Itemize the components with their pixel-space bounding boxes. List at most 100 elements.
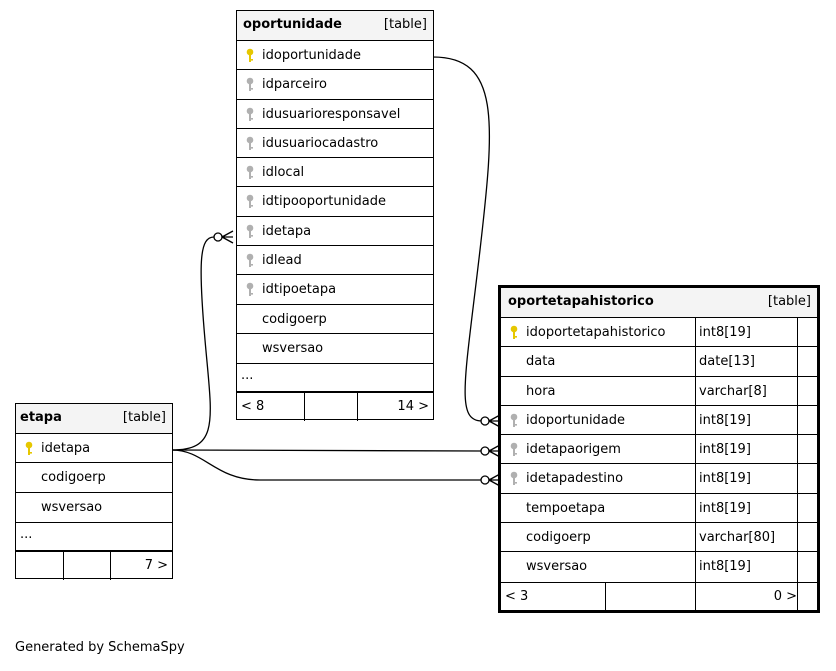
foreign-key-icon xyxy=(246,165,254,180)
ellipsis-row: ... xyxy=(16,521,172,551)
column-extra-cell xyxy=(797,318,799,347)
column-name: idetapa xyxy=(41,441,91,456)
column-extra-cell xyxy=(797,435,799,464)
table-name: etapa xyxy=(20,410,62,425)
footer-cell xyxy=(695,582,696,611)
column-type: varchar[8] xyxy=(695,376,798,405)
primary-key-icon xyxy=(510,325,518,339)
column-row[interactable]: idlocal xyxy=(237,158,433,188)
column-name: codigoerp xyxy=(41,470,106,486)
footer-cell xyxy=(110,551,111,580)
column-row[interactable]: idoportunidade xyxy=(237,41,433,71)
foreign-key-icon xyxy=(510,413,518,427)
column-extra-cell xyxy=(797,552,799,582)
column-extra-cell xyxy=(797,347,799,376)
column-name: idusuariocadastro xyxy=(262,135,379,151)
column-name: wsversao xyxy=(526,559,588,575)
edge-end-circle xyxy=(480,416,490,426)
foreign-key-icon xyxy=(246,283,254,297)
column-row[interactable]: wsversao xyxy=(237,334,433,363)
column-name: hora xyxy=(526,383,556,399)
child-count: 14 > xyxy=(397,399,429,415)
column-row[interactable]: idetapa xyxy=(237,217,433,247)
column-row[interactable]: idtipooportunidade xyxy=(237,187,433,217)
column-row[interactable]: hora varchar[8] xyxy=(501,376,817,406)
foreign-key-icon xyxy=(246,136,254,150)
table-tag: [table] xyxy=(767,294,811,309)
column-extra-cell xyxy=(797,376,799,405)
column-row[interactable]: idparceiro xyxy=(237,70,433,100)
table-header: etapa [table] xyxy=(16,404,172,434)
column-type: int8[19] xyxy=(695,318,798,347)
column-type: int8[19] xyxy=(695,552,798,582)
foreign-key-icon xyxy=(246,107,254,121)
table-header: oportunidade [table] xyxy=(237,11,433,41)
generated-by-text: Generated by SchemaSpy xyxy=(15,640,185,655)
edge-etapa-oportunidade xyxy=(171,236,215,451)
column-type: int8[19] xyxy=(695,464,798,493)
column-row[interactable]: wsversao int8[19] xyxy=(501,552,817,582)
edge-etapa-idetapadestino xyxy=(171,449,481,481)
column-row[interactable]: idetapa xyxy=(16,434,172,464)
column-extra-cell xyxy=(797,405,799,435)
table-footer: 7 > xyxy=(16,550,172,580)
column-name: wsversao xyxy=(262,340,324,356)
column-name: idtipoetapa xyxy=(262,282,337,298)
column-list: idoportunidade idparceiro idusuariorespons… xyxy=(237,41,433,363)
table-tag: [table] xyxy=(383,17,427,32)
column-name: idlead xyxy=(262,253,302,269)
footer-cell xyxy=(605,582,695,611)
column-name: codigoerp xyxy=(526,530,591,546)
edge-oportunidade-oportetapahistorico xyxy=(432,56,491,422)
edge-etapa-idetapaorigem xyxy=(171,449,482,452)
column-list: idetapa codigoerp wsversao xyxy=(16,434,172,522)
column-extra-cell xyxy=(797,523,799,552)
table-footer: < 8 14 > xyxy=(237,392,433,422)
column-extra-cell xyxy=(797,464,799,493)
parent-count: < 8 xyxy=(241,399,265,415)
column-name: codigoerp xyxy=(262,311,327,327)
foreign-key-icon xyxy=(246,195,254,209)
column-row[interactable]: idoportetapahistorico int8[19] xyxy=(501,318,817,348)
column-type: int8[19] xyxy=(695,435,798,464)
primary-key-icon xyxy=(246,48,254,62)
table-oportunidade[interactable]: oportunidade [table] idoportunidade idpar… xyxy=(236,10,434,422)
column-name: idetapaorigem xyxy=(526,442,621,458)
column-row[interactable]: codigoerp xyxy=(16,463,172,493)
footer-cell xyxy=(357,393,358,422)
column-row[interactable]: wsversao xyxy=(16,493,172,522)
column-type: int8[19] xyxy=(695,493,798,523)
column-name: idoportetapahistorico xyxy=(526,325,666,340)
column-name: idtipooportunidade xyxy=(262,194,386,210)
edge-end-circle xyxy=(480,475,490,485)
parent-count: < 3 xyxy=(505,588,529,604)
edge-end-circle xyxy=(213,232,223,242)
table-etapa[interactable]: etapa [table] idetapa codigoerp wsversao .… xyxy=(15,403,173,580)
column-row[interactable]: idlead xyxy=(237,246,433,276)
child-count: 0 > xyxy=(773,588,797,604)
column-name: idetapa xyxy=(262,223,312,239)
column-type: int8[19] xyxy=(695,405,798,435)
column-row[interactable]: codigoerp xyxy=(237,305,433,334)
column-row[interactable]: idoportunidade int8[19] xyxy=(501,405,817,436)
foreign-key-icon xyxy=(510,442,518,457)
ellipsis-row: ... xyxy=(237,363,433,393)
footer-cell xyxy=(797,582,798,611)
table-oportetapahistorico[interactable]: oportetapahistorico [table] idoportetapa… xyxy=(498,285,820,613)
column-name: wsversao xyxy=(41,499,103,515)
column-name: data xyxy=(526,354,556,370)
column-name: idoportunidade xyxy=(262,48,362,63)
column-row[interactable]: idtipoetapa xyxy=(237,275,433,305)
column-row[interactable]: idusuarioresponsavel xyxy=(237,100,433,129)
column-name: idoportunidade xyxy=(526,412,626,428)
column-name: idusuarioresponsavel xyxy=(262,106,401,122)
edge-end-circle xyxy=(480,446,490,456)
column-row[interactable]: idetapaorigem int8[19] xyxy=(501,435,817,465)
footer-cell xyxy=(63,551,110,580)
column-row[interactable]: idusuariocadastro xyxy=(237,129,433,159)
